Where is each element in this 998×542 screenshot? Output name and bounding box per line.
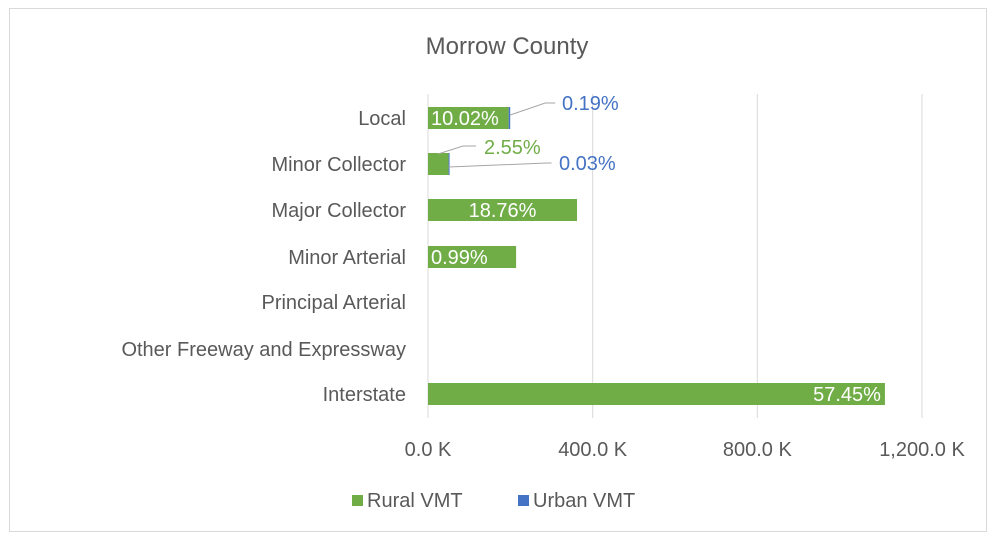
- category-label: Principal Arterial: [261, 292, 406, 314]
- data-label: 0.99%: [431, 247, 488, 269]
- data-label: 18.76%: [469, 200, 537, 222]
- category-label: Interstate: [323, 384, 406, 406]
- legend-swatch: [518, 495, 529, 506]
- legend: Rural VMT Urban VMT: [352, 490, 635, 512]
- data-label: 57.45%: [813, 384, 881, 406]
- category-label: Major Collector: [272, 200, 407, 222]
- data-label: 0.03%: [559, 153, 616, 175]
- category-label: Minor Collector: [272, 154, 407, 176]
- leader-line: [510, 102, 556, 116]
- bar-rural-vmt: [428, 383, 885, 405]
- leader-line: [448, 162, 552, 168]
- chart-title: Morrow County: [426, 33, 589, 60]
- leader-line: [437, 145, 476, 155]
- x-tick-label: 800.0 K: [723, 439, 793, 461]
- legend-label: Rural VMT: [367, 490, 463, 512]
- bar-rural-vmt: [428, 107, 509, 129]
- data-labels: 10.02% 18.76% 0.99% 57.45% 0.19% 2.55% 0.03%: [431, 93, 881, 406]
- bar-urban-vmt: [508, 107, 511, 129]
- category-label: Local: [358, 108, 406, 130]
- legend-swatch: [352, 495, 363, 506]
- bar-urban-vmt: [448, 153, 450, 175]
- bar-rural-vmt: [428, 246, 517, 268]
- category-label: Other Freeway and Expressway: [121, 339, 406, 361]
- data-label: 2.55%: [484, 137, 541, 159]
- x-tick-labels: 0.0 K 400.0 K 800.0 K 1,200.0 K: [405, 439, 966, 461]
- bar-rural-vmt: [428, 199, 578, 221]
- legend-label: Urban VMT: [533, 490, 635, 512]
- bars: [428, 107, 885, 405]
- bar-rural-vmt: [428, 153, 449, 175]
- x-tick-label: 0.0 K: [405, 439, 452, 461]
- category-label: Minor Arterial: [288, 247, 406, 269]
- x-tick-label: 1,200.0 K: [879, 439, 965, 461]
- data-label: 0.19%: [562, 93, 619, 115]
- data-label: 10.02%: [431, 108, 499, 130]
- x-tick-label: 400.0 K: [558, 439, 628, 461]
